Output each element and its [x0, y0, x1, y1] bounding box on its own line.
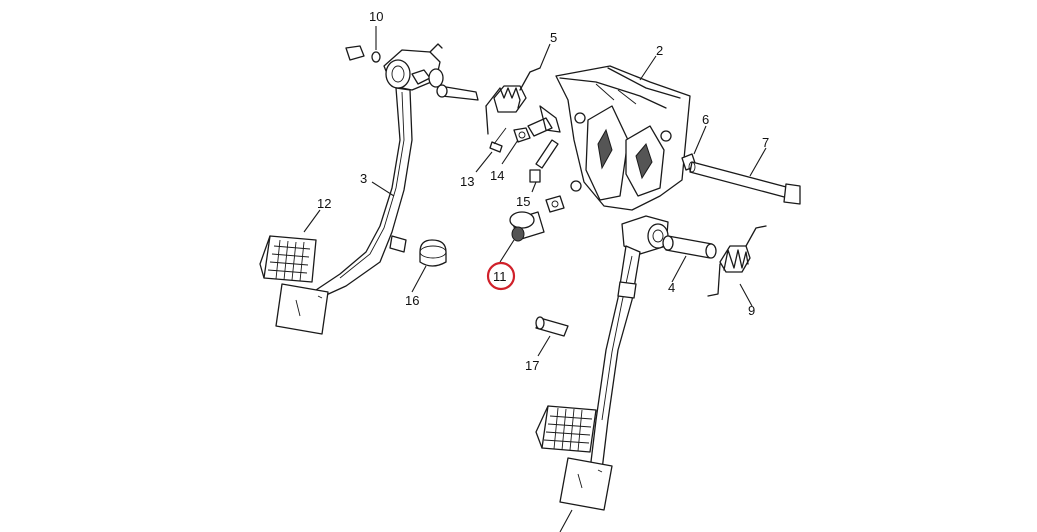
return-spring-5 [485, 67, 541, 135]
switch-11 [509, 195, 565, 242]
spacer-4 [662, 235, 717, 259]
brake-pedal-arm [589, 215, 669, 471]
callout-12: 12 [317, 196, 331, 211]
callout-7: 7 [762, 135, 769, 150]
pivot-bolt-7 [688, 161, 801, 205]
bumper-16 [419, 239, 447, 267]
callout-2: 2 [656, 43, 663, 58]
callouts: 10 5 2 6 7 3 12 13 14 15 11 16 4 9 17 [317, 9, 769, 373]
clutch-pedal-pad [259, 235, 329, 335]
return-spring-9 [707, 225, 767, 297]
callout-6: 6 [702, 112, 709, 127]
pedal-bracket [527, 65, 691, 211]
highlight-ring-11 [486, 261, 516, 291]
pin-17 [535, 316, 569, 337]
nut-10 [345, 45, 381, 63]
leader-lines [303, 26, 767, 532]
callout-16: 16 [405, 293, 419, 308]
callout-10: 10 [369, 9, 383, 24]
adjuster-13 [489, 127, 507, 153]
callout-11: 11 [493, 269, 507, 284]
callout-13: 13 [460, 174, 474, 189]
clutch-pedal-arm [315, 43, 443, 297]
callout-4: 4 [668, 280, 675, 295]
callout-14: 14 [490, 168, 504, 183]
pushrod-15 [529, 139, 559, 183]
callout-9: 9 [748, 303, 755, 318]
pivot-bushing-left [411, 68, 479, 101]
callout-15: 15 [516, 194, 530, 209]
brake-pedal-pad [535, 405, 613, 511]
callout-5: 5 [550, 30, 557, 45]
callout-17: 17 [525, 358, 539, 373]
callout-3: 3 [360, 171, 367, 186]
nut-14 [513, 127, 531, 143]
